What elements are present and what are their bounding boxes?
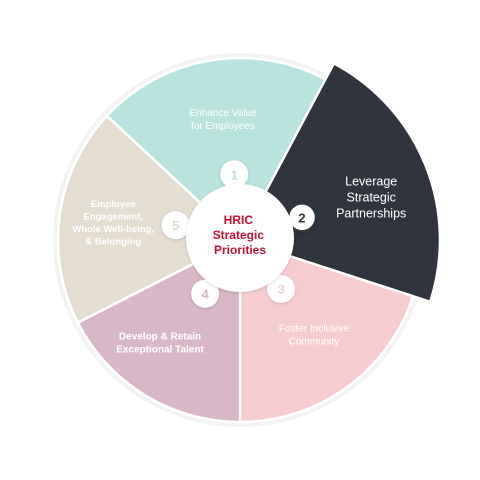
center-hub xyxy=(186,184,294,292)
segment-2-label-line: Leverage xyxy=(345,175,397,189)
segment-5-label-line: Employee xyxy=(91,199,136,210)
badge-4: 4 xyxy=(191,279,220,308)
badge-3-number: 3 xyxy=(277,282,284,297)
segment-1 xyxy=(105,56,328,243)
segment-1-label: Enhance Value for Employees xyxy=(189,108,257,132)
badge-3: 3 xyxy=(267,275,296,303)
segment-1-label-line: for Employees xyxy=(191,121,255,132)
segment-3-label-line: Foster Inclusive xyxy=(279,324,349,335)
center-line-1: HRIC xyxy=(224,213,254,227)
segment-4-label-line: Develop & Retain xyxy=(119,331,201,342)
badge-1: 1 xyxy=(220,160,249,189)
segment-2-label-line: Partnerships xyxy=(336,207,406,221)
center-line-3: Priorities xyxy=(214,243,266,257)
segment-4-label-line: Exceptional Talent xyxy=(116,344,204,355)
center-line-2: Strategic xyxy=(213,228,265,242)
segment-5-label-line: Engagement, xyxy=(83,211,143,222)
badge-5-number: 5 xyxy=(172,218,179,233)
segment-3-label-line: Community xyxy=(289,337,340,348)
badge-1-circle xyxy=(220,160,249,189)
badge-4-number: 4 xyxy=(201,287,209,302)
segment-5 xyxy=(56,114,243,325)
badge-2-number: 2 xyxy=(298,210,305,225)
badge-3-circle xyxy=(267,275,296,303)
badge-2: 2 xyxy=(286,202,318,233)
segment-5-label-line: & Belonging xyxy=(85,236,141,247)
badge-5: 5 xyxy=(161,211,190,240)
center-title: HRIC Strategic Priorities xyxy=(213,213,268,257)
segment-2-label-line: Strategic xyxy=(347,191,396,205)
badge-5-circle xyxy=(161,211,190,240)
badge-4-circle xyxy=(191,279,220,308)
segment-1-label-line: Enhance Value xyxy=(189,108,257,119)
segment-5-label-line: Whole Well-being, xyxy=(72,224,154,235)
badge-1-number: 1 xyxy=(231,167,238,182)
